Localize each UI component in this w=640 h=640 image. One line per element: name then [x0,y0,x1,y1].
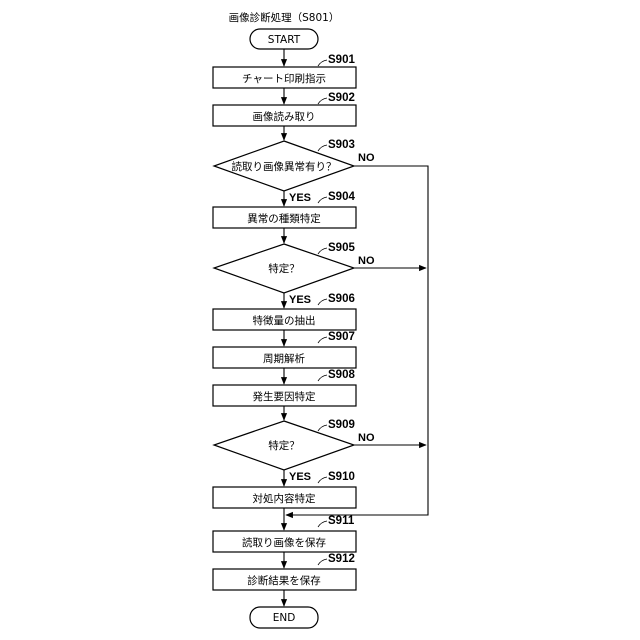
step-s904-leader [318,197,327,203]
step-s906-id: S906 [328,293,355,305]
decision-s903-yes: YES [289,192,311,204]
decision-s903-label: 読取り画像異常有り？ [232,160,337,173]
step-s912-leader [318,559,327,565]
step-s906-label: 特徴量の抽出 [253,314,316,327]
step-s904-label: 異常の種類特定 [247,212,321,225]
step-s902-leader [318,98,327,104]
step-s908-id: S908 [328,369,355,381]
decision-s905-no: NO [358,255,375,267]
step-s902-label: 画像読み取り [253,110,316,123]
decision-s909-yes: YES [289,471,311,483]
decision-s903-id: S903 [328,139,355,151]
step-s911-leader [318,521,327,527]
decision-s903-no: NO [358,152,375,164]
step-s906-leader [318,299,327,305]
decision-s905-yes: YES [289,294,311,306]
step-s912-id: S912 [328,553,355,565]
step-s911-id: S911 [328,515,355,527]
decision-s909-no: NO [358,432,375,444]
decision-s905-leader [318,248,327,254]
decision-s909-leader [318,425,327,431]
step-s912-label: 診断結果を保存 [247,574,321,587]
step-s910-id: S910 [328,471,355,483]
end-label: END [273,612,296,624]
decision-s903-leader [318,145,327,151]
decision-s909-label: 特定？ [268,439,300,452]
flowchart-title: 画像診断処理（S801） [229,11,340,24]
step-s907-leader [318,337,327,343]
step-s901-label: チャート印刷指示 [242,72,326,85]
step-s910-label: 対処内容特定 [253,492,316,505]
decision-s905-label: 特定？ [268,262,300,275]
step-s902-id: S902 [328,92,355,104]
step-s907-label: 周期解析 [263,352,305,365]
step-s908-leader [318,375,327,381]
decision-s909-id: S909 [328,419,355,431]
step-s908-label: 発生要因特定 [253,390,316,403]
step-s901-leader [318,60,327,66]
decision-s905-id: S905 [328,242,355,254]
step-s911-label: 読取り画像を保存 [242,536,326,549]
step-s904-id: S904 [328,191,355,203]
step-s901-id: S901 [328,54,355,66]
step-s907-id: S907 [328,331,355,343]
start-label: START [268,34,301,46]
step-s910-leader [318,477,327,483]
